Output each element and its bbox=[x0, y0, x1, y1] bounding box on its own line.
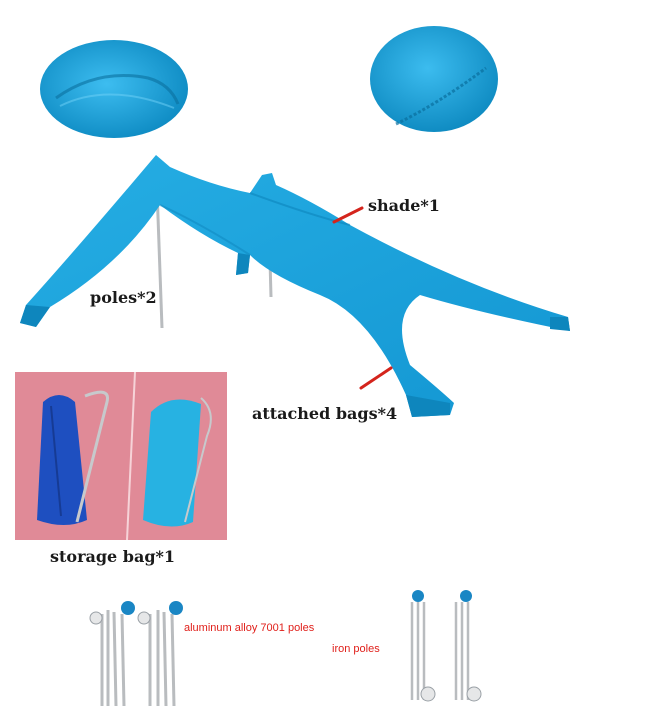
iron-poles-photo bbox=[410, 590, 482, 702]
shade-canopy-illustration bbox=[20, 155, 570, 417]
shade-label: shade*1 bbox=[368, 196, 440, 215]
aluminum-poles-photo bbox=[89, 601, 183, 707]
storage-bag-photo bbox=[15, 372, 227, 540]
storage-bag-label: storage bag*1 bbox=[50, 547, 176, 566]
arrow-shade bbox=[332, 206, 364, 224]
fabric-closeup-right bbox=[370, 26, 498, 132]
attached-bags-label: attached bags*4 bbox=[252, 404, 398, 423]
arrow-attached-bags bbox=[359, 366, 393, 390]
fabric-closeup-left bbox=[40, 40, 188, 138]
aluminum-poles-label: aluminum alloy 7001 poles bbox=[184, 622, 315, 634]
iron-poles-label: iron poles bbox=[332, 643, 380, 655]
poles-label: poles*2 bbox=[90, 288, 157, 307]
